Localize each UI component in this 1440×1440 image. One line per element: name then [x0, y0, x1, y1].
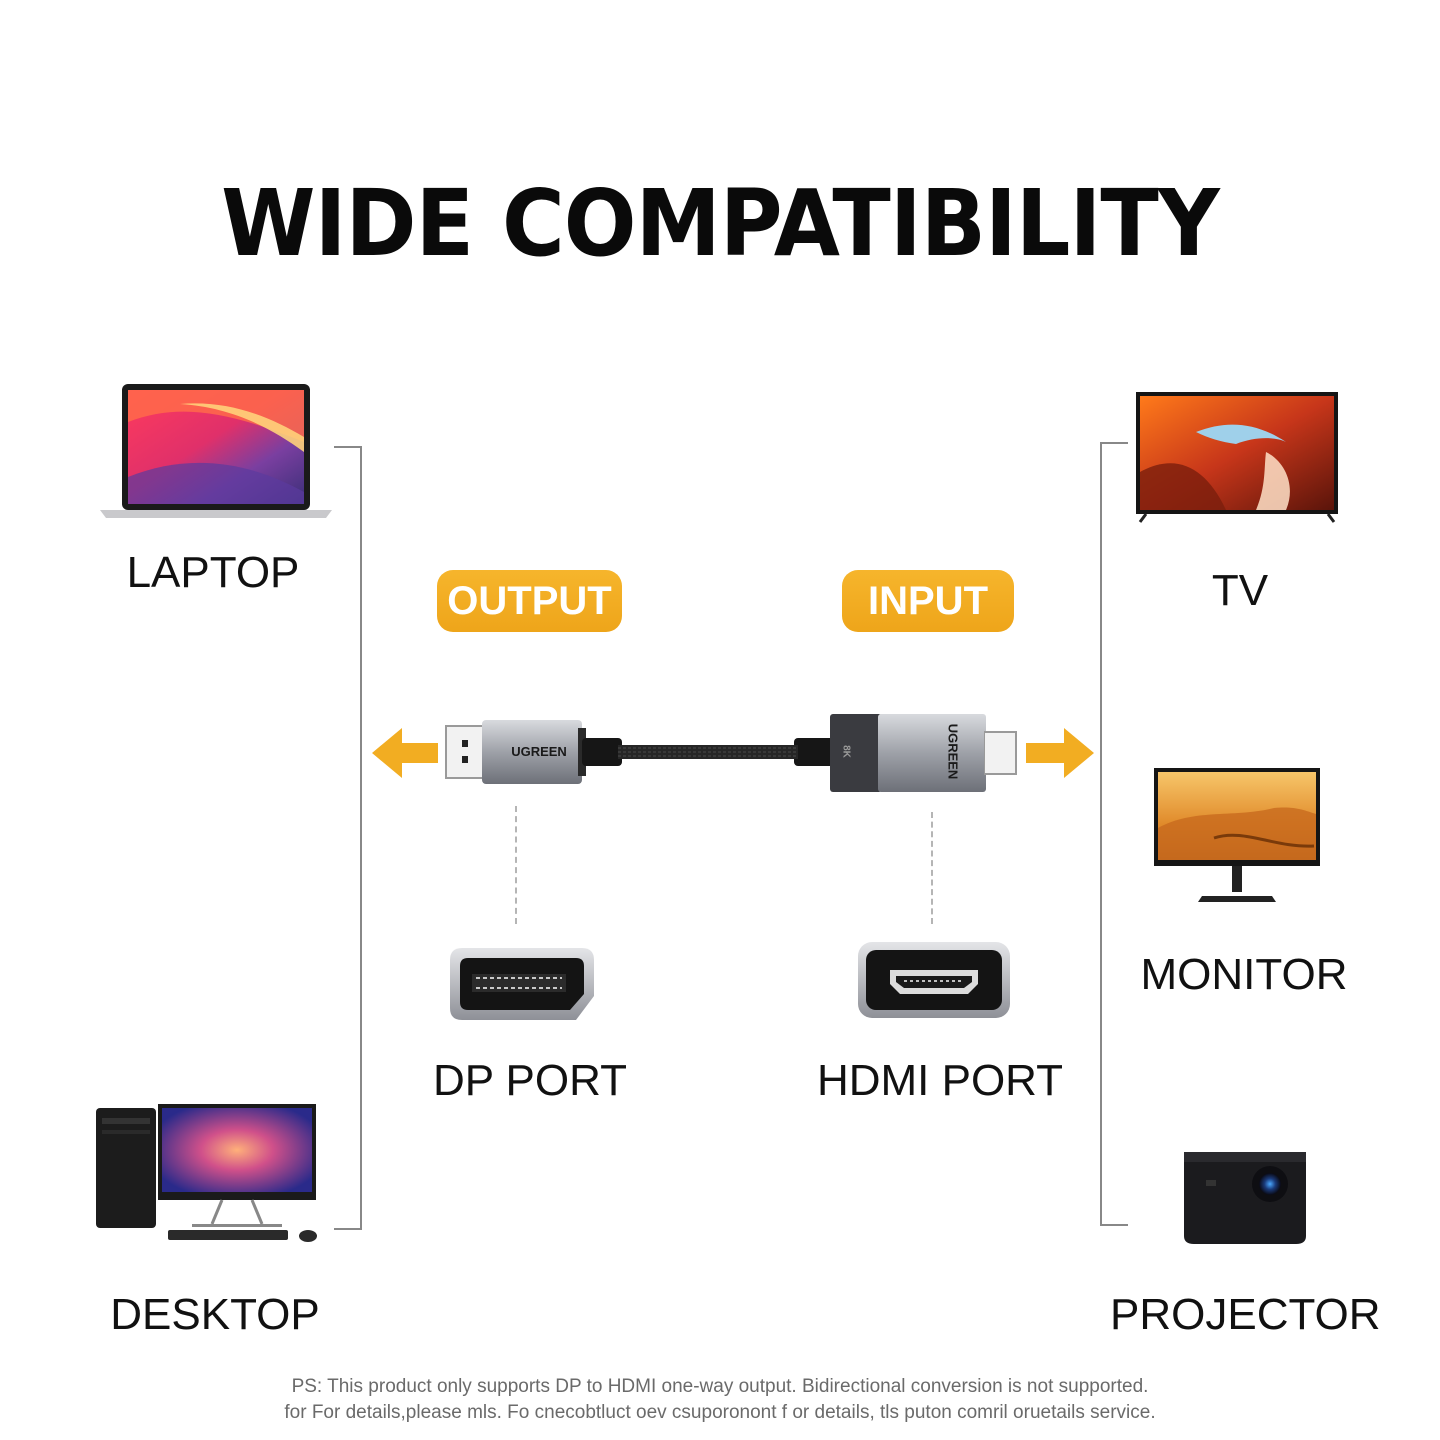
- device-label-desktop: DESKTOP: [110, 1290, 320, 1339]
- monitor-icon: [1154, 768, 1320, 902]
- hdmi-dashed-line: [931, 812, 933, 924]
- dp-connector-tip: [445, 725, 486, 779]
- note-line-2: for For details,please mls. Fo cnecobtlu…: [284, 1402, 1156, 1423]
- output-badge: OUTPUT: [437, 570, 622, 632]
- hdmi-port-icon: [858, 942, 1010, 1018]
- left-bracket-line: [334, 446, 362, 1230]
- device-label-laptop: LAPTOP: [126, 548, 300, 597]
- input-badge: INPUT: [842, 570, 1014, 632]
- hdmi-port-label: HDMI PORT: [816, 1056, 1064, 1105]
- device-label-monitor: MONITOR: [1140, 950, 1348, 999]
- dp-dashed-line: [515, 806, 517, 924]
- hdmi-connector-housing: [830, 714, 986, 792]
- right-bracket-line: [1100, 442, 1128, 1226]
- tv-icon: [1136, 392, 1338, 523]
- hdmi-brand-label: UGREEN: [945, 723, 961, 780]
- desktop-icon: [96, 1104, 317, 1242]
- page-title: WIDE COMPATIBILITY: [221, 170, 1220, 277]
- dp-port-label: DP PORT: [433, 1056, 627, 1105]
- note-line-1: PS: This product only supports DP to HDM…: [291, 1376, 1149, 1397]
- projector-icon: [1184, 1152, 1306, 1244]
- cable-8k-mark: 8K: [840, 745, 852, 758]
- hdmi-connector-tip: [984, 731, 1017, 775]
- dp-brand-label: UGREEN: [511, 744, 567, 759]
- braided-cable: [582, 738, 834, 766]
- arrow-left-icon: [372, 728, 438, 778]
- laptop-icon: [100, 384, 332, 518]
- arrow-right-icon: [1026, 728, 1094, 778]
- device-label-tv: TV: [1211, 566, 1269, 615]
- device-label-projector: PROJECTOR: [1110, 1290, 1381, 1339]
- dp-port-icon: [450, 948, 594, 1020]
- cable-adapter: UGREEN 8K UGREEN: [444, 712, 1018, 794]
